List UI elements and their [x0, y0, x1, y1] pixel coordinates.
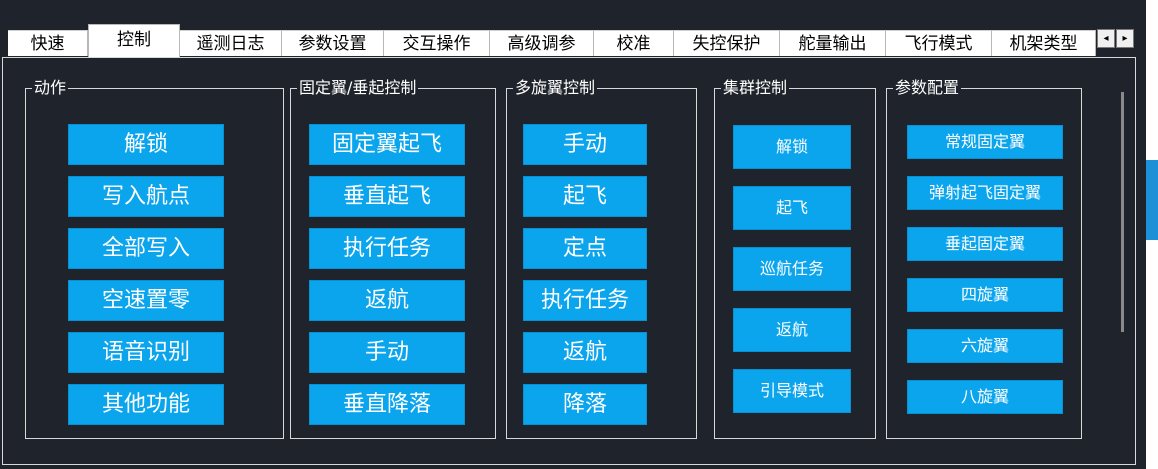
group-param-config-title: 参数配置 — [893, 77, 962, 99]
write-waypoint-button[interactable]: 写入航点 — [68, 176, 224, 217]
multi-takeoff-button[interactable]: 起飞 — [523, 176, 647, 217]
multi-position-hold-button[interactable]: 定点 — [523, 228, 647, 269]
cluster-cruise-mission-button[interactable]: 巡航任务 — [733, 247, 851, 291]
multi-execute-mission-button[interactable]: 执行任务 — [523, 280, 647, 321]
fixed-return-home-button[interactable]: 返航 — [309, 280, 465, 321]
tab-quick[interactable]: 快速 — [8, 30, 88, 56]
tab-failsafe[interactable]: 失控保护 — [674, 30, 780, 56]
tab-advanced-tuning[interactable]: 高级调参 — [490, 30, 594, 56]
tab-telemetry-log[interactable]: 遥测日志 — [180, 30, 282, 56]
fixed-execute-mission-button[interactable]: 执行任务 — [309, 228, 465, 269]
cluster-unlock-button[interactable]: 解锁 — [733, 125, 851, 169]
right-edge-accent — [1146, 160, 1158, 240]
group-param-config: 参数配置 常规固定翼 弹射起飞固定翼 垂起固定翼 四旋翼 六旋翼 八旋翼 — [886, 77, 1082, 439]
group-cluster-title: 集群控制 — [721, 77, 790, 99]
vertical-landing-button[interactable]: 垂直降落 — [309, 384, 465, 425]
control-panel: 动作 解锁 写入航点 全部写入 空速置零 语音识别 其他功能 固定翼/垂起控制 … — [2, 57, 1136, 465]
airspeed-zero-button[interactable]: 空速置零 — [68, 280, 224, 321]
top-bar — [0, 0, 1158, 22]
group-fixed-vtol: 固定翼/垂起控制 固定翼起飞 垂直起飞 执行任务 返航 手动 垂直降落 — [290, 77, 496, 439]
tab-calibration[interactable]: 校准 — [594, 30, 674, 56]
tab-frame-type[interactable]: 机架类型 — [992, 30, 1096, 56]
cluster-takeoff-button[interactable]: 起飞 — [733, 186, 851, 230]
group-cluster: 集群控制 解锁 起飞 巡航任务 返航 引导模式 — [714, 77, 876, 439]
hexarotor-button[interactable]: 六旋翼 — [907, 329, 1063, 363]
octorotor-button[interactable]: 八旋翼 — [907, 380, 1063, 414]
write-all-button[interactable]: 全部写入 — [68, 228, 224, 269]
multi-manual-button[interactable]: 手动 — [523, 124, 647, 165]
multi-return-home-button[interactable]: 返航 — [523, 332, 647, 373]
catapult-fixed-wing-button[interactable]: 弹射起飞固定翼 — [907, 176, 1063, 210]
other-functions-button[interactable]: 其他功能 — [68, 384, 224, 425]
multi-land-button[interactable]: 降落 — [523, 384, 647, 425]
cluster-guided-mode-button[interactable]: 引导模式 — [733, 369, 851, 413]
group-multirotor: 多旋翼控制 手动 起飞 定点 执行任务 返航 降落 — [506, 77, 697, 439]
fixed-manual-button[interactable]: 手动 — [309, 332, 465, 373]
voice-recognition-button[interactable]: 语音识别 — [68, 332, 224, 373]
tab-flight-mode[interactable]: 飞行模式 — [886, 30, 992, 56]
tab-scroll-right-icon[interactable]: ▸ — [1116, 29, 1134, 48]
group-action-title: 动作 — [32, 77, 69, 99]
vertical-takeoff-button[interactable]: 垂直起飞 — [309, 176, 465, 217]
tab-strip: 快速 控制 遥测日志 参数设置 交互操作 高级调参 校准 失控保护 舵量输出 飞… — [0, 22, 1158, 59]
tab-scroll-left-icon[interactable]: ◂ — [1097, 29, 1115, 48]
conventional-fixed-wing-button[interactable]: 常规固定翼 — [907, 125, 1063, 159]
vertical-scrollbar[interactable] — [1121, 92, 1124, 332]
unlock-button[interactable]: 解锁 — [68, 124, 224, 165]
cluster-return-home-button[interactable]: 返航 — [733, 308, 851, 352]
tab-servo-output[interactable]: 舵量输出 — [780, 30, 886, 56]
fixed-wing-takeoff-button[interactable]: 固定翼起飞 — [309, 124, 465, 165]
vtol-fixed-wing-button[interactable]: 垂起固定翼 — [907, 227, 1063, 261]
tab-interaction[interactable]: 交互操作 — [384, 30, 490, 56]
group-action: 动作 解锁 写入航点 全部写入 空速置零 语音识别 其他功能 — [25, 77, 284, 439]
quadrotor-button[interactable]: 四旋翼 — [907, 278, 1063, 312]
group-multirotor-title: 多旋翼控制 — [513, 77, 598, 99]
right-edge-strip — [1146, 0, 1158, 469]
group-fixed-vtol-title: 固定翼/垂起控制 — [297, 77, 419, 99]
tab-control[interactable]: 控制 — [88, 24, 180, 58]
tab-param-settings[interactable]: 参数设置 — [282, 30, 384, 56]
